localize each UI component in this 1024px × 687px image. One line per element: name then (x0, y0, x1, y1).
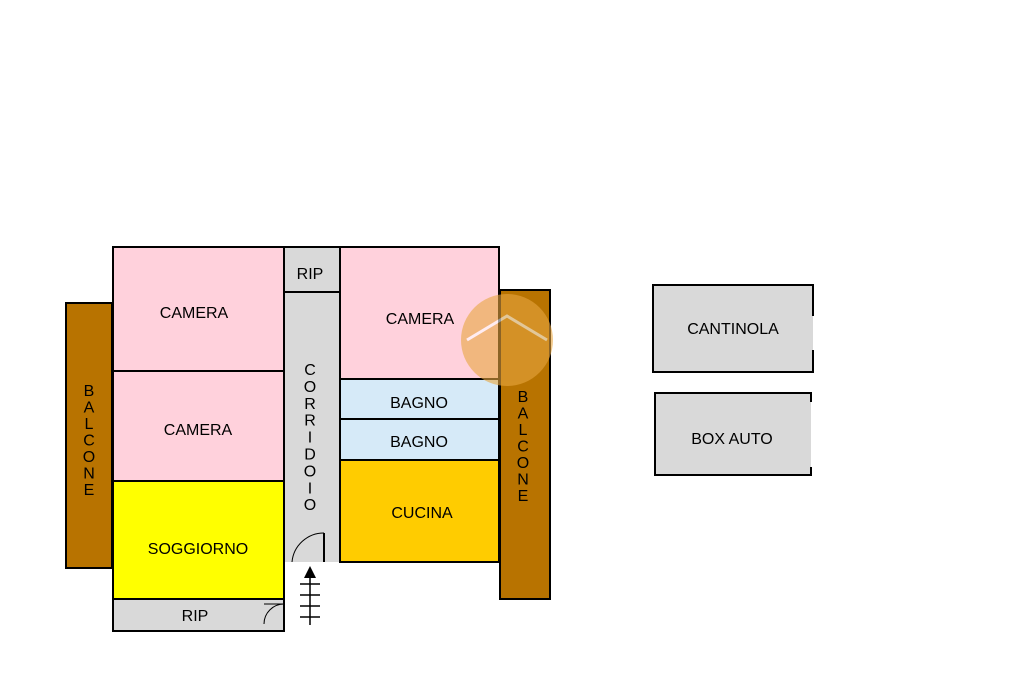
door-swing-icon (291, 532, 325, 563)
camera-top-left-label: CAMERA (160, 305, 229, 322)
camera-mid-left-label: CAMERA (164, 422, 233, 439)
camera-top-left-area (112, 246, 285, 372)
cantinola-box: CANTINOLA (652, 284, 814, 373)
cucina-label: CUCINA (391, 505, 453, 522)
camera-mid-left-area (112, 370, 285, 482)
house-watermark-icon (461, 294, 553, 386)
bagno-2-area (339, 418, 500, 461)
soggiorno-area (112, 480, 285, 600)
soggiorno-label: SOGGIORNO (148, 541, 248, 558)
stairs-arrow-icon (300, 566, 320, 625)
bagno-1-label: BAGNO (390, 395, 448, 412)
box-auto-label: BOX AUTO (691, 431, 773, 448)
rip-top-label: RIP (297, 266, 324, 283)
corridoio-area (284, 292, 340, 562)
balcone-left-area (65, 302, 113, 569)
camera-top-right-label: CAMERA (386, 311, 455, 328)
box-auto-box: BOX AUTO (654, 392, 812, 476)
cantinola-label: CANTINOLA (687, 321, 779, 338)
rip-bottom-label: RIP (182, 608, 209, 625)
bagno-2-label: BAGNO (390, 434, 448, 451)
